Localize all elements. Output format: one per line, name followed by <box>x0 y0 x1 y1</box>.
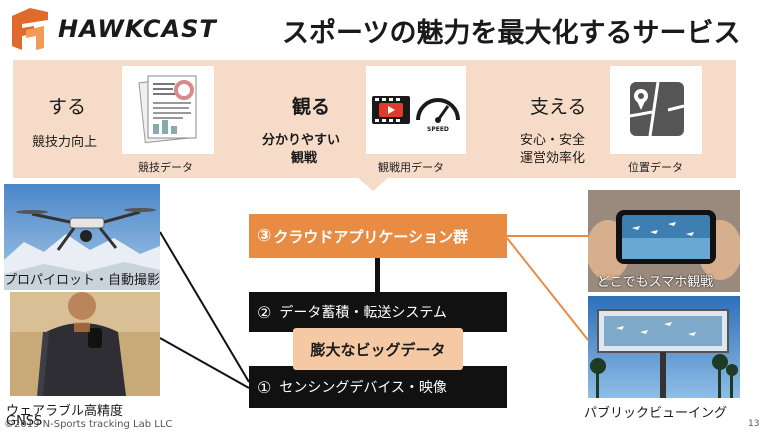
palm-trees-icon <box>590 354 738 398</box>
column-subtitle-support-2: 運営効率化 <box>520 151 586 166</box>
speed-label: SPEED <box>427 126 449 133</box>
column-subtitle-support-1: 安心・安全 <box>520 133 586 148</box>
wearable-caption-2: GNSS <box>6 414 43 429</box>
tile-caption-position: 位置データ <box>628 161 683 174</box>
smartphone-photo <box>588 190 740 292</box>
data-storage-box: ② データ蓄積・転送システム <box>249 292 507 332</box>
smartphone-caption: どこでもスマホ観戦 <box>597 275 714 290</box>
document-chart-icon <box>138 75 197 144</box>
drone-photo <box>4 184 160 290</box>
band-pointer <box>357 177 389 191</box>
page-number: 13 <box>748 419 760 429</box>
drone-caption: プロパイロット・自動撮影 <box>4 273 161 288</box>
column-title-play: する <box>48 96 87 118</box>
page-title: スポーツの魅力を最大化するサービス <box>282 18 741 49</box>
cloud-number: ③ <box>257 226 272 246</box>
column-subtitle-watch-2: 観戦 <box>291 151 318 166</box>
video-speedometer-icon: SPEED <box>372 96 460 133</box>
drone-icon <box>16 208 156 251</box>
copyright-text: ©2019 N-Sports tracking Lab LLC <box>4 419 173 430</box>
stack-connector <box>375 258 380 292</box>
map-icon <box>629 81 685 137</box>
brand-name: HAWKCAST <box>58 15 217 43</box>
billboard-caption: パブリックビューイング <box>584 406 728 421</box>
column-title-watch: 観る <box>292 96 331 118</box>
tile-competition-data <box>122 66 214 154</box>
data-label: データ蓄積・転送システム <box>279 305 447 321</box>
billboard-photo <box>588 296 740 398</box>
tile-caption-viewing: 観戦用データ <box>378 161 444 174</box>
hawkcast-logo-icon <box>12 8 48 50</box>
tile-caption-competition: 競技データ <box>138 161 193 174</box>
tile-position-data <box>610 66 702 154</box>
tile-viewing-data: SPEED <box>366 66 466 154</box>
cloud-label: クラウドアプリケーション群 <box>273 227 469 246</box>
wearable-caption-1: ウェアラブル高精度 <box>6 404 124 419</box>
cloud-application-box: ③ クラウドアプリケーション群 <box>249 214 507 258</box>
sensing-device-box: ① センシングデバイス・映像 <box>249 366 507 408</box>
column-subtitle-watch-1: 分かりやすい <box>262 133 341 148</box>
column-subtitle-play: 競技力向上 <box>32 135 98 150</box>
data-number: ② <box>257 302 272 322</box>
sensing-number: ① <box>257 377 272 397</box>
sensing-label: センシングデバイス・映像 <box>279 380 447 396</box>
big-data-box: 膨大なビッグデータ <box>293 328 463 370</box>
column-title-support: 支える <box>530 96 587 118</box>
gnss-device-icon <box>88 328 102 348</box>
wearable-photo <box>10 292 160 396</box>
